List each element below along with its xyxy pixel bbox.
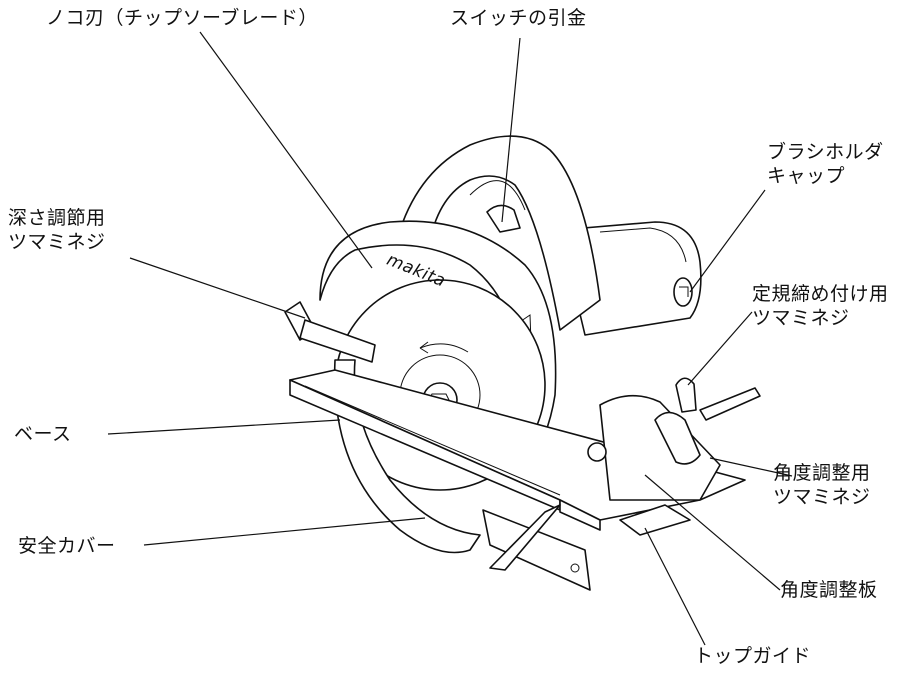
top-guide bbox=[619, 504, 691, 536]
label-switch-trigger: スイッチの引金 bbox=[450, 7, 587, 29]
label-blade: ノコ刃（チップソーブレード） bbox=[46, 7, 318, 29]
guide-knob bbox=[675, 377, 697, 413]
label-top-guide: トップガイド bbox=[694, 645, 812, 667]
label-angle-knob: 角度調整用 ツマミネジ bbox=[773, 462, 871, 508]
label-safety-cover: 安全カバー bbox=[18, 535, 116, 557]
label-base: ベース bbox=[14, 423, 72, 445]
brush-holder-cap bbox=[673, 277, 693, 307]
label-angle-plate: 角度調整板 bbox=[780, 579, 878, 601]
angle-knob bbox=[654, 411, 701, 465]
label-guide-knob: 定規締め付け用 ツマミネジ bbox=[752, 283, 889, 329]
front-guide bbox=[482, 509, 591, 591]
switch-trigger bbox=[486, 204, 521, 233]
label-depth-knob: 深さ調節用 ツマミネジ bbox=[8, 207, 106, 253]
motor-housing bbox=[559, 221, 702, 336]
angle-plate bbox=[599, 394, 721, 501]
handle bbox=[399, 135, 601, 331]
label-brush-holder-cap: ブラシホルダ キャップ bbox=[767, 141, 884, 187]
leader-lines bbox=[107, 31, 793, 646]
